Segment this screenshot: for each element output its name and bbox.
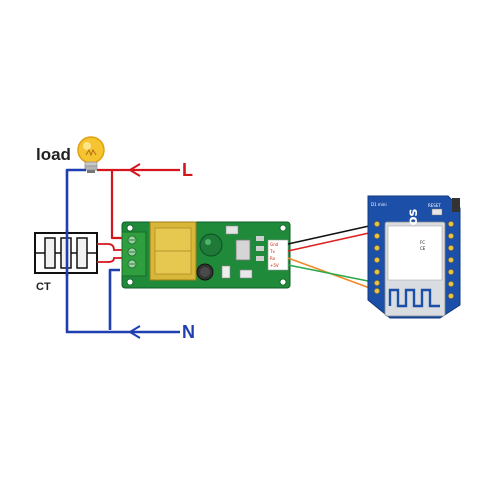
varistor bbox=[199, 233, 223, 257]
neutral-label: N bbox=[182, 322, 195, 342]
pzem-pin-tx: Tx bbox=[269, 249, 275, 254]
wemos-reset-label: RESET bbox=[428, 203, 441, 208]
transformer bbox=[149, 221, 197, 281]
pzem-pin-gnd: Gnd bbox=[270, 242, 279, 247]
svg-text:FC: FC bbox=[420, 240, 425, 245]
live-wire bbox=[97, 168, 180, 240]
wemos-d1-mini: D1 mini RESET WeMos FC CE bbox=[367, 195, 461, 319]
ct-label: CT bbox=[36, 281, 51, 293]
wire-gnd bbox=[287, 223, 379, 245]
light-bulb-icon bbox=[77, 136, 105, 173]
ic-chip bbox=[235, 239, 251, 261]
pzem-header: Gnd Tx Rx +5V bbox=[267, 239, 289, 271]
wire-tx bbox=[287, 230, 379, 252]
terminal-block bbox=[121, 231, 147, 277]
wemos-pins-right bbox=[448, 221, 454, 299]
svg-text:CE: CE bbox=[420, 246, 426, 251]
neutral-arrow bbox=[129, 325, 180, 339]
pzem-module: Gnd Tx Rx +5V bbox=[121, 221, 291, 289]
live-label: L bbox=[182, 160, 193, 180]
wemos-model-label: D1 mini bbox=[371, 202, 387, 207]
wire-5v bbox=[287, 264, 379, 284]
current-transformer-icon bbox=[34, 230, 98, 276]
capacitor bbox=[196, 263, 214, 281]
live-arrow bbox=[129, 163, 141, 177]
pzem-pin-rx: Rx bbox=[270, 256, 276, 261]
wemos-logo: WeMos bbox=[406, 208, 421, 261]
wemos-pins-left bbox=[374, 221, 380, 294]
load-label: load bbox=[36, 145, 71, 164]
signal-wires bbox=[287, 223, 379, 292]
pzem-pin-5v: +5V bbox=[270, 263, 279, 268]
wifi-module-icon: WeMos FC CE bbox=[384, 208, 446, 317]
ct-output-wires bbox=[97, 243, 124, 263]
